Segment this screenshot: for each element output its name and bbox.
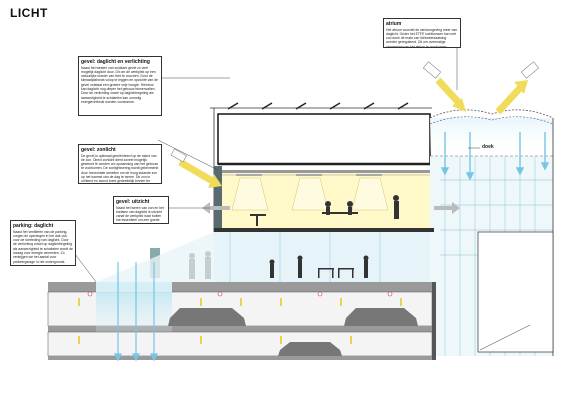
note-gevel-zonlicht-body: De gevel is optimaal georiënteerd op de … — [81, 153, 159, 184]
note-gevel-uitzicht-title: gevel: uitzicht — [116, 198, 150, 205]
facade-sun-arrow — [170, 148, 222, 188]
note-gevel-zonlicht-title: gevel: zonlicht — [81, 146, 116, 153]
note-atrium-title: atrium — [386, 20, 402, 27]
label-doek: doek — [482, 144, 494, 150]
note-parking-body: Naast het ventileren van de parking, zor… — [13, 229, 73, 264]
note-atrium: atrium Het atrium voorziet de werkomgevi… — [383, 18, 461, 48]
atrium — [429, 109, 554, 356]
note-gevel-uitzicht: gevel: uitzicht Naast het weren van zon … — [113, 196, 169, 224]
note-gevel-daglicht-body: Naast het westen van zuidkant gevel zo v… — [81, 65, 158, 104]
note-parking-title: parking: daglicht — [13, 222, 54, 229]
note-gevel-zonlicht: gevel: zonlicht De gevel is optimaal geo… — [78, 144, 162, 184]
note-gevel-uitzicht-body: Naast het weren van zon en het toelaten … — [116, 205, 164, 224]
note-gevel-daglicht: gevel: daglicht en verlichting Naast het… — [78, 56, 162, 116]
atrium-daylight-arrows — [440, 132, 550, 181]
ground-floor — [96, 232, 430, 282]
page-title: LICHT — [10, 6, 48, 20]
atrium-sun-arrows — [422, 61, 540, 115]
note-parking: parking: daglicht Naast het ventileren v… — [10, 220, 76, 266]
roof-pv-panels — [227, 102, 409, 110]
parking-garage — [47, 262, 436, 362]
view-arrows — [202, 202, 460, 214]
note-gevel-daglicht-title: gevel: daglicht en verlichting — [81, 58, 150, 65]
note-atrium-body: Het atrium voorziet de werkomgeving meer… — [386, 27, 458, 48]
office-floor-lit — [214, 166, 434, 232]
